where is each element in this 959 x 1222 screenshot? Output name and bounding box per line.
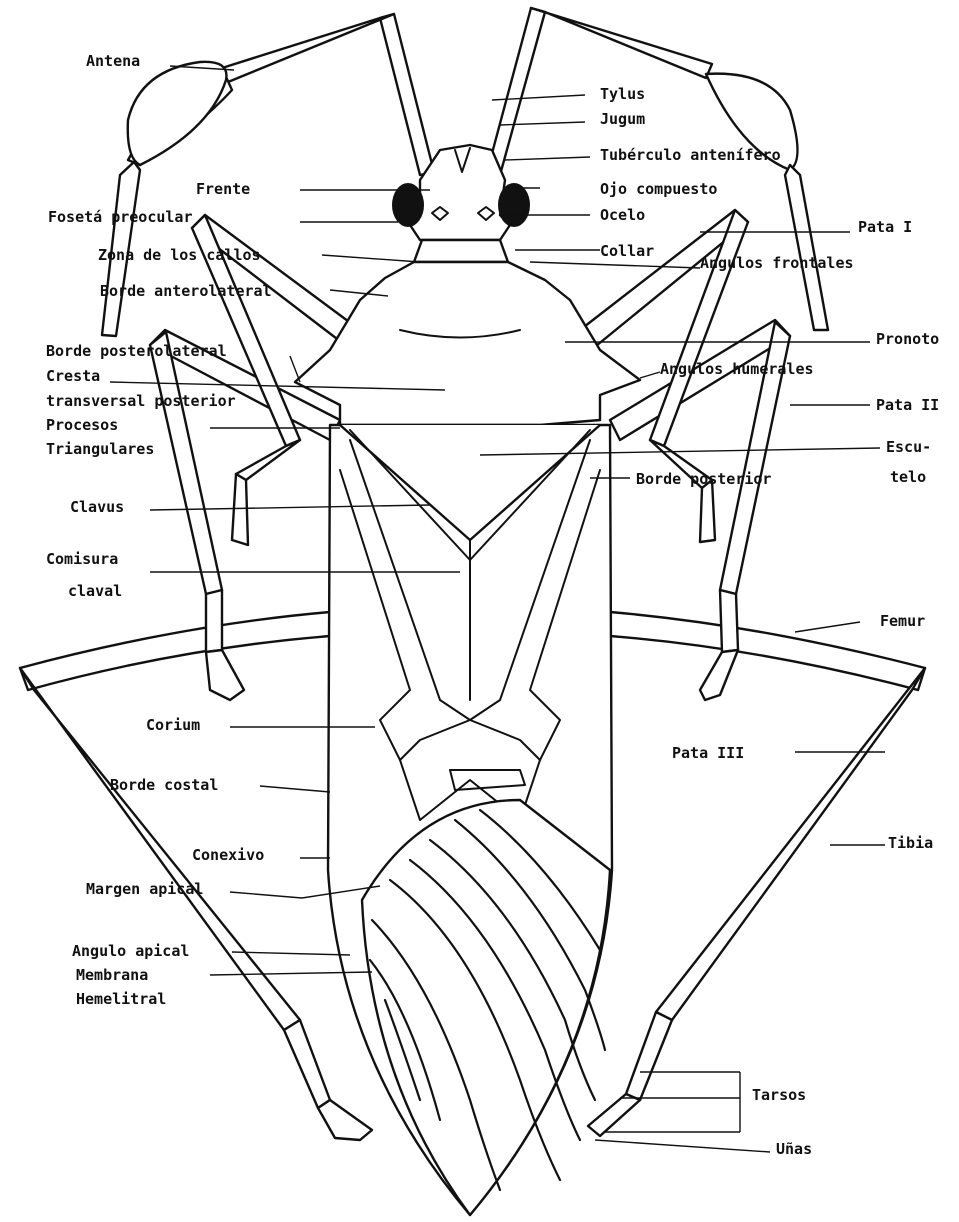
label-angulo-apical: Angulo apical xyxy=(72,942,189,960)
label-borde-posterolateral: Borde posterolateral xyxy=(46,342,227,360)
label-fosetta: Fosetá preocular xyxy=(48,208,193,226)
label-ocelo: Ocelo xyxy=(600,206,645,224)
head xyxy=(392,145,530,262)
label-telo: telo xyxy=(890,468,926,486)
label-tarsos: Tarsos xyxy=(752,1086,806,1104)
label-borde-anterolateral: Borde anterolateral xyxy=(100,282,272,300)
label-borde-posterior: Borde posterior xyxy=(636,470,771,488)
hind-leg-right xyxy=(588,612,925,1136)
label-borde-costal: Borde costal xyxy=(110,776,218,794)
label-membrana: Membrana xyxy=(76,966,148,984)
label-conexivo: Conexivo xyxy=(192,846,264,864)
label-antena: Antena xyxy=(86,52,140,70)
label-pata2: Pata II xyxy=(876,396,939,414)
label-pata1: Pata I xyxy=(858,218,912,236)
label-pronoto: Pronoto xyxy=(876,330,939,348)
label-angulos-humerales: Angulos humerales xyxy=(660,360,814,378)
label-tylus: Tylus xyxy=(600,85,645,103)
label-angulos-frontales: Angulos frontales xyxy=(700,254,854,272)
label-zona: Zona de los callos xyxy=(98,246,261,264)
label-procesos: Procesos xyxy=(46,416,118,434)
label-triangulares: Triangulares xyxy=(46,440,154,458)
label-escu: Escu- xyxy=(886,438,931,456)
pronotum xyxy=(295,262,640,425)
label-tuberculo: Tubérculo antenífero xyxy=(600,146,781,164)
label-hemelitral: Hemelitral xyxy=(76,990,166,1008)
label-clavus: Clavus xyxy=(70,498,124,516)
label-femur: Femur xyxy=(880,612,925,630)
label-corium: Corium xyxy=(146,716,200,734)
hind-leg-left xyxy=(20,612,372,1140)
label-pata3: Pata III xyxy=(672,744,744,762)
label-ojo: Ojo compuesto xyxy=(600,180,717,198)
label-tibia: Tibia xyxy=(888,834,933,852)
label-unas: Uñas xyxy=(776,1140,812,1158)
label-cresta: Cresta xyxy=(46,367,100,385)
label-transversal: transversal posterior xyxy=(46,392,236,410)
membrane xyxy=(362,800,610,1215)
label-comisura: Comisura xyxy=(46,550,118,568)
label-margen-apical: Margen apical xyxy=(86,880,203,898)
label-frente: Frente xyxy=(196,180,250,198)
label-collar: Collar xyxy=(600,242,654,260)
label-jugum: Jugum xyxy=(600,110,645,128)
label-claval: claval xyxy=(68,582,122,600)
